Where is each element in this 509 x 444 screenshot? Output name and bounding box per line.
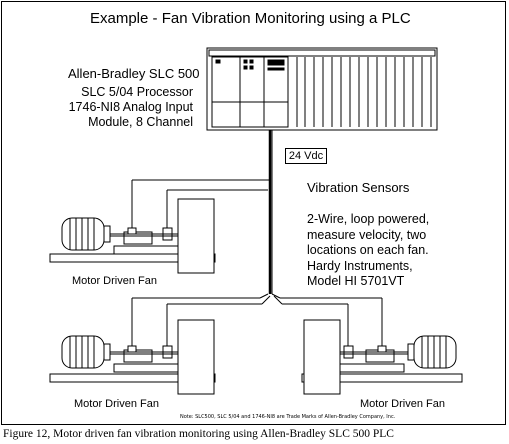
power-supply-label: 24 Vdc bbox=[285, 148, 327, 164]
fan-label: Motor Driven Fan bbox=[74, 398, 159, 410]
fan-1-assembly bbox=[49, 198, 216, 274]
sensor-description-line: measure velocity, two bbox=[307, 227, 427, 242]
fan-label: Motor Driven Fan bbox=[360, 398, 445, 410]
plc-rack bbox=[206, 47, 438, 131]
sensor-heading: Vibration Sensors bbox=[307, 180, 410, 195]
sensor-description-line: 2-Wire, loop powered, bbox=[307, 212, 430, 226]
diagram-frame: Example - Fan Vibration Monitoring using… bbox=[1, 1, 506, 425]
fan-1-wiring bbox=[131, 179, 269, 232]
fan-2-3-wiring bbox=[131, 293, 383, 350]
fan-2-assembly bbox=[49, 319, 216, 395]
diagram-title: Example - Fan Vibration Monitoring using… bbox=[90, 10, 411, 27]
figure-caption: Figure 12, Motor driven fan vibration mo… bbox=[3, 428, 394, 440]
trademark-note: Note: SLC500, SLC 5/04 and 1746-NI8 are … bbox=[180, 414, 396, 420]
sensor-description-line: Hardy Instruments, bbox=[307, 258, 413, 273]
fan-label: Motor Driven Fan bbox=[72, 275, 157, 287]
sensor-description-line: locations on each fan. bbox=[307, 243, 429, 257]
plc-name-label: Allen-Bradley SLC 500 bbox=[68, 66, 200, 81]
sensor-description-line: Model HI 5701VT bbox=[307, 274, 405, 288]
plc-channel-line: Module, 8 Channel bbox=[88, 115, 193, 129]
sensor-cable-main bbox=[268, 130, 273, 294]
fan-3-assembly bbox=[301, 319, 463, 395]
plc-processor-label: SLC 5/04 Processor 1746-NI8 Analog Input… bbox=[69, 85, 193, 130]
plc-processor-line: SLC 5/04 Processor bbox=[81, 85, 193, 99]
sensor-description: 2-Wire, loop powered, measure velocity, … bbox=[307, 212, 429, 290]
plc-module-line: 1746-NI8 Analog Input bbox=[68, 100, 193, 114]
diagram-graphics bbox=[49, 47, 463, 395]
